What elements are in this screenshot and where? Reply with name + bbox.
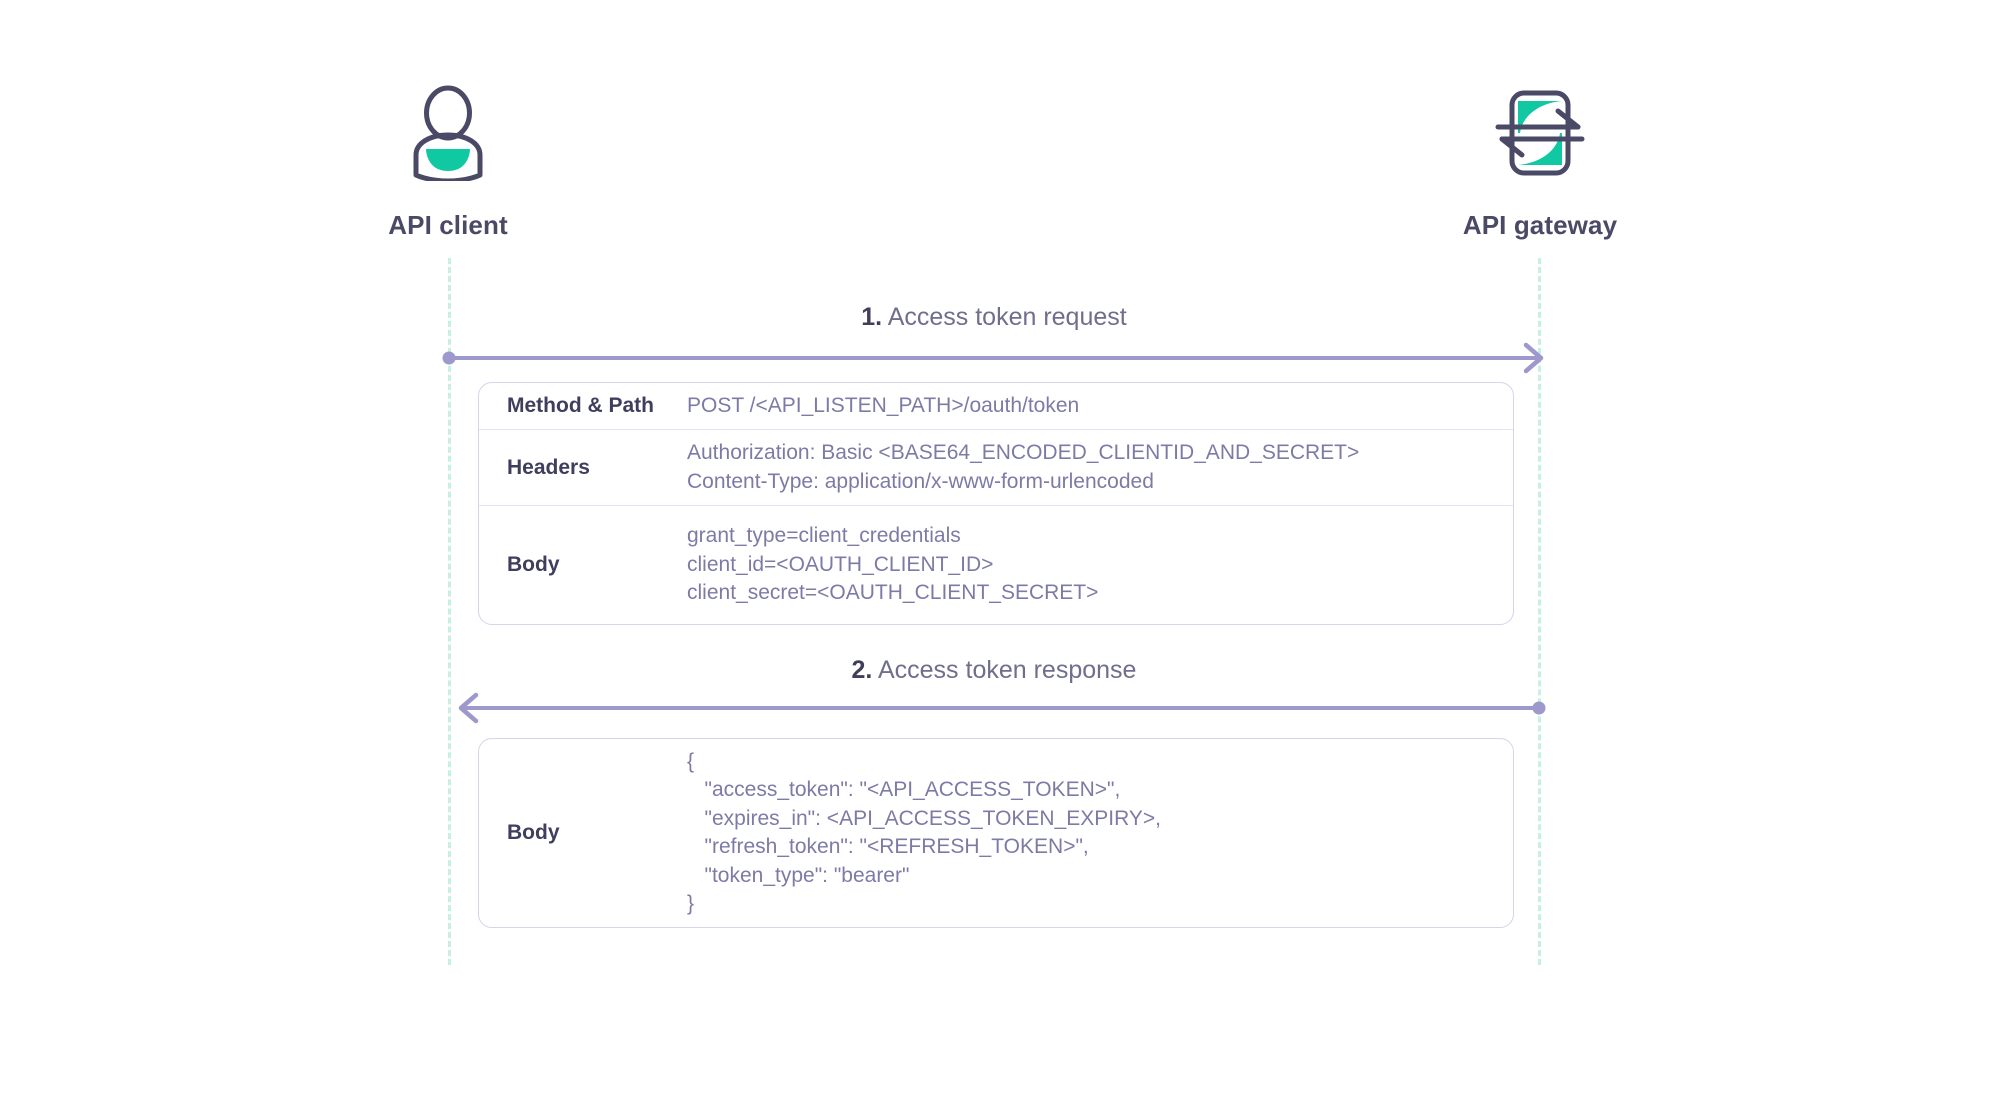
row-label: Method & Path: [507, 394, 654, 417]
row-value: Authorization: Basic <BASE64_ENCODED_CLI…: [687, 439, 1513, 496]
message-label-1: 1. Access token request: [448, 303, 1540, 332]
response-details-table: Body { "access_token": "<API_ACCESS_TOKE…: [478, 738, 1514, 928]
row-label: Body: [507, 553, 560, 576]
table-row: Method & Path POST /<API_LISTEN_PATH>/oa…: [479, 383, 1513, 430]
value-line: Authorization: Basic <BASE64_ENCODED_CLI…: [687, 441, 1360, 464]
user-avatar-icon: [318, 78, 578, 188]
table-row: Body { "access_token": "<API_ACCESS_TOKE…: [479, 739, 1513, 927]
request-details-table: Method & Path POST /<API_LISTEN_PATH>/oa…: [478, 382, 1514, 625]
table-row: Body grant_type=client_credentials clien…: [479, 506, 1513, 624]
value-line: grant_type=client_credentials: [687, 524, 961, 548]
row-value: POST /<API_LISTEN_PATH>/oauth/token: [687, 392, 1513, 421]
value-line: Content-Type: application/x-www-form-url…: [687, 469, 1154, 493]
message-arrow-1: [442, 342, 1544, 374]
value-line: "expires_in": <API_ACCESS_TOKEN_EXPIRY>,: [687, 806, 1162, 830]
lifeline-api-client: [448, 258, 451, 965]
table-row: Headers Authorization: Basic <BASE64_ENC…: [479, 430, 1513, 506]
value-line: "access_token": "<API_ACCESS_TOKEN>",: [687, 778, 1121, 801]
value-line: client_id=<OAUTH_CLIENT_ID>: [687, 552, 994, 576]
message-number: 1.: [861, 303, 883, 331]
value-line: "refresh_token": "<REFRESH_TOKEN>",: [687, 835, 1089, 858]
row-value: grant_type=client_credentials client_id=…: [687, 522, 1513, 608]
row-label: Headers: [507, 455, 590, 479]
participant-label: API client: [388, 210, 508, 240]
row-label: Body: [507, 821, 560, 844]
participant-api-client: API client: [318, 78, 578, 241]
participant-api-gateway: API gateway: [1410, 78, 1670, 241]
message-arrow-2: [458, 692, 1546, 724]
lifeline-api-gateway: [1538, 258, 1541, 965]
value-line: POST /<API_LISTEN_PATH>/oauth/token: [687, 393, 1080, 417]
value-line: {: [687, 749, 695, 773]
participant-label: API gateway: [1462, 210, 1618, 240]
message-text: Access token request: [887, 303, 1127, 331]
message-label-2: 2. Access token response: [448, 656, 1540, 685]
value-line: client_secret=<OAUTH_CLIENT_SECRET>: [687, 581, 1099, 605]
message-text: Access token response: [877, 656, 1137, 684]
value-line: "token_type": "bearer": [687, 863, 910, 887]
message-number: 2.: [851, 656, 873, 684]
row-value: { "access_token": "<API_ACCESS_TOKEN>", …: [687, 748, 1513, 919]
value-line: }: [687, 892, 695, 915]
api-gateway-icon: [1410, 78, 1670, 188]
